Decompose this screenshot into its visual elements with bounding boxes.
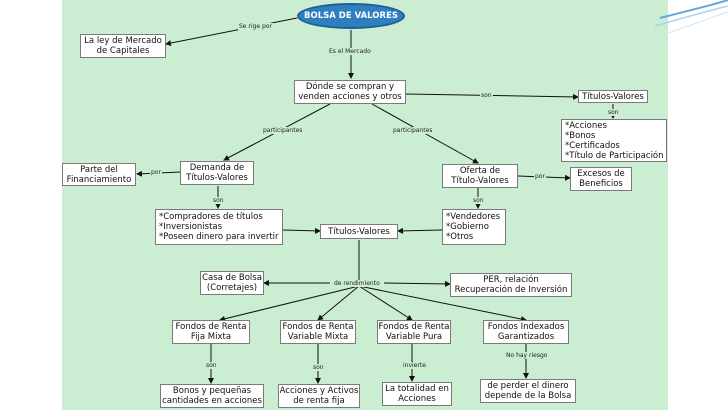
node-compradores: *Compradores de títulos *Inversionistas … bbox=[155, 209, 283, 245]
node-parte: Parte del Financiamiento bbox=[62, 163, 136, 186]
edge-label-rendimiento: de rendimiento bbox=[333, 280, 381, 287]
edge-label-part-left: participantes bbox=[262, 127, 304, 134]
edge-label-son-fija: son bbox=[205, 362, 218, 369]
edge-label-part-right: participantes bbox=[392, 127, 434, 134]
node-titulos-top: Títulos-Valores bbox=[578, 90, 648, 103]
node-acciones-list: *Acciones *Bonos *Certificados *Título d… bbox=[561, 119, 667, 162]
node-indexados: Fondos Indexados Garantizados bbox=[483, 320, 569, 344]
node-fija: Fondos de Renta Fija Mixta bbox=[172, 320, 250, 344]
node-demanda: Demanda de Títulos-Valores bbox=[180, 161, 254, 185]
node-titulos-mid: Títulos-Valores bbox=[320, 224, 398, 239]
edge-label-son-right: son bbox=[607, 109, 620, 116]
root-node: BOLSA DE VALORES bbox=[297, 3, 405, 29]
node-casa: Casa de Bolsa (Corretajes) bbox=[200, 271, 264, 295]
edge-label-son-dem: son bbox=[212, 197, 225, 204]
edge-label-son-var: son bbox=[312, 364, 325, 371]
edge-label-no-riesgo: No hay riesgo bbox=[505, 352, 549, 359]
node-vendedores: *Vendedores *Gobierno *Otros bbox=[442, 209, 506, 245]
node-excesos: Excesos de Beneficios bbox=[570, 167, 632, 191]
edge-label-son-top: son bbox=[480, 92, 493, 99]
decorative-swoosh bbox=[654, 0, 728, 35]
node-perder: de perder el dinero depende de la Bolsa bbox=[480, 379, 576, 403]
node-ley: La ley de Mercado de Capitales bbox=[80, 34, 166, 58]
node-oferta: Oferta de Título-Valores bbox=[442, 164, 518, 188]
node-donde: Dónde se compran y venden acciones y otr… bbox=[294, 80, 406, 104]
edge-label-invierte: invierte bbox=[402, 362, 427, 369]
edge-label-por-right: por bbox=[534, 173, 546, 180]
edge-label-se-rige: Se rige por bbox=[238, 23, 273, 30]
node-totalidad: La totalidad en Acciones bbox=[382, 382, 452, 406]
edge-label-por-left: por bbox=[150, 169, 162, 176]
node-var-pura: Fondos de Renta Variable Pura bbox=[377, 320, 451, 344]
node-acciones-activos: Acciones y Activos de renta fija bbox=[278, 384, 360, 408]
edge-label-es-mercado: Es el Mercado bbox=[328, 48, 372, 55]
node-bonos: Bonos y pequeñas cantidades en acciones bbox=[160, 384, 264, 408]
node-per: PER, relación Recuperación de Inversión bbox=[450, 273, 572, 297]
node-var-mixta: Fondos de Renta Variable Mixta bbox=[280, 320, 356, 344]
edge-label-son-of: son bbox=[472, 197, 485, 204]
